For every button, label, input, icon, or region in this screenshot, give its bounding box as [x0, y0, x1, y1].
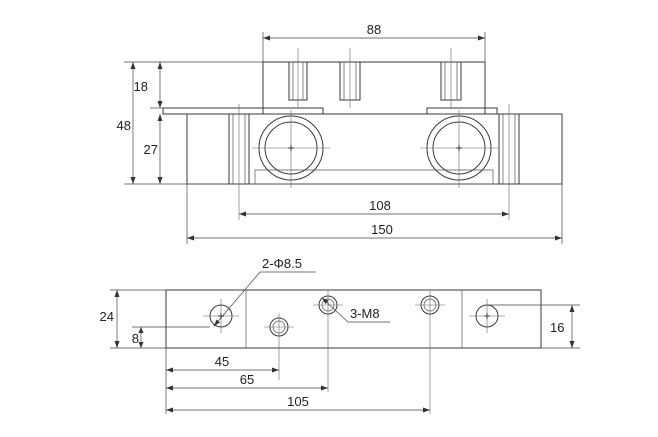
top-bolt-center [339, 48, 361, 108]
body-step [254, 169, 494, 184]
thread-hole-3 [415, 291, 445, 414]
dimension-24: 24 [100, 289, 166, 349]
callout-threaded-holes: 3-M8 [321, 297, 390, 323]
thread-hole-1 [264, 313, 294, 380]
callout-mount-holes: 2-Φ8.5 [213, 256, 316, 327]
dimension-45: 45 [165, 348, 279, 414]
dim-text-150: 150 [371, 222, 393, 237]
dim-text-88: 88 [367, 22, 381, 37]
top-bolt-right [440, 48, 462, 108]
top-bolt-left [288, 48, 308, 108]
dimension-27: 27 [144, 114, 187, 185]
callout-text-mount-holes: 2-Φ8.5 [262, 256, 302, 271]
dim-text-8: 8 [132, 331, 139, 346]
top-view-outline [165, 289, 542, 349]
dim-text-16: 16 [550, 320, 564, 335]
dimension-65: 65 [166, 372, 328, 391]
right-plate [426, 107, 498, 115]
top-block [262, 61, 486, 115]
side-bolt-right [498, 104, 520, 220]
left-plate [162, 107, 324, 115]
dimension-48: 48 [117, 61, 150, 185]
dim-text-105: 105 [287, 394, 309, 409]
dimension-18: 18 [134, 61, 263, 109]
dimension-105: 105 [166, 394, 430, 413]
dim-text-18: 18 [134, 79, 148, 94]
dimension-16: 16 [487, 304, 580, 349]
dimension-88: 88 [262, 22, 486, 62]
top-view: 2-Φ8.5 3-M8 24 8 [100, 256, 580, 414]
dimension-108: 108 [239, 198, 509, 217]
main-body [186, 113, 563, 185]
mount-hole-left [203, 299, 239, 333]
dim-text-24: 24 [100, 309, 114, 324]
dim-text-48: 48 [117, 118, 131, 133]
thread-hole-2 [313, 291, 343, 392]
dimension-8: 8 [132, 326, 210, 348]
dim-text-45: 45 [215, 354, 229, 369]
dim-text-27: 27 [144, 142, 158, 157]
dim-text-108: 108 [369, 198, 391, 213]
dimension-150: 150 [186, 184, 563, 244]
dim-text-65: 65 [240, 372, 254, 387]
large-bore-left [252, 110, 330, 188]
callout-text-threaded-holes: 3-M8 [350, 306, 380, 321]
large-bore-right [420, 110, 498, 188]
side-bolt-left [228, 104, 250, 220]
front-view: 88 18 27 48 [117, 22, 563, 244]
mount-hole-right [469, 299, 505, 333]
